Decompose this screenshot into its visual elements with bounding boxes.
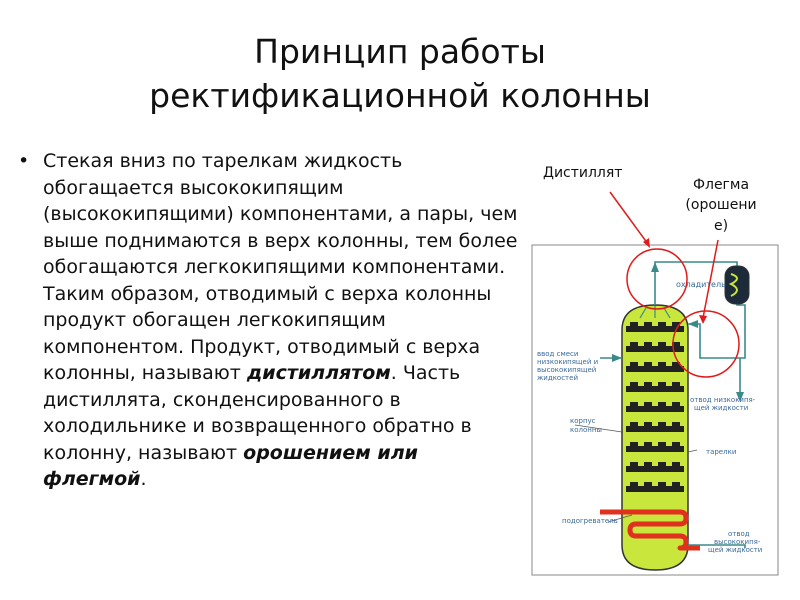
bullet-dot-icon: •	[18, 150, 30, 172]
label-high-out-3: щей жидкости	[708, 546, 762, 554]
distillate-highlight-circle	[626, 248, 688, 310]
tray-row	[626, 382, 684, 392]
title-line-1: Принцип работы	[254, 32, 546, 71]
body-text-2: . Часть дистиллята, сконденсированного в…	[43, 362, 472, 464]
body-text-1: Стекая вниз по тарелкам жидкость обогаща…	[43, 150, 518, 384]
reflux-callout-arrow	[702, 239, 719, 319]
tray-row	[626, 482, 684, 492]
callout-distillate: Дистиллят	[543, 165, 622, 181]
bullet-list: • Стекая вниз по тарелкам жидкость обога…	[18, 148, 518, 493]
annotations	[609, 191, 740, 378]
vapour-arrows	[639, 306, 671, 319]
distillation-column-diagram: охладитель ввод смеси низкокипящей и выс…	[531, 165, 779, 576]
label-high-out-2: высококипя-	[714, 538, 761, 546]
callout-reflux-3: е)	[714, 218, 728, 234]
label-feed-3: высококипящей	[537, 366, 596, 374]
label-feed-2: низкокипящей и	[537, 358, 598, 366]
title-line-2: ректификационной колонны	[149, 76, 651, 115]
flow-arrowheads	[612, 262, 744, 402]
tray-row	[626, 322, 684, 332]
callout-reflux-2: (орошени	[685, 197, 756, 213]
tray-row	[626, 362, 684, 372]
label-feed-1: ввод смеси	[537, 350, 578, 358]
label-cooler: охладитель	[676, 280, 726, 289]
distillate-callout-arrow	[609, 191, 649, 245]
tray-row	[626, 462, 684, 472]
label-leaders	[574, 424, 698, 523]
label-body-1: корпус	[570, 417, 596, 425]
label-body-2: колонны	[570, 426, 602, 434]
label-low-out-1: отвод низкокипя-	[690, 396, 756, 404]
tray-row	[626, 422, 684, 432]
label-feed-4: жидкостей	[537, 374, 578, 382]
heater-coil	[600, 509, 700, 551]
label-high-out-1: отвод	[728, 530, 750, 538]
term-reflux: орошением или флегмой	[43, 441, 418, 491]
slide-title: Принцип работы ректификационной колонны	[0, 30, 800, 118]
label-trays: тарелки	[706, 448, 736, 456]
body-text-3: .	[140, 468, 147, 490]
column-trays	[626, 322, 684, 492]
tray-row	[626, 402, 684, 412]
callout-reflux-1: Флегма	[693, 177, 749, 193]
tray-row	[626, 442, 684, 452]
label-heater: подогреватель	[562, 517, 618, 525]
cooler	[724, 265, 750, 305]
term-distillate: дистиллятом	[246, 362, 391, 384]
reflux-highlight-circle	[672, 310, 740, 378]
label-low-out-2: щей жидкости	[694, 404, 748, 412]
tray-row	[626, 342, 684, 352]
bullet-item: • Стекая вниз по тарелкам жидкость обога…	[18, 148, 518, 493]
